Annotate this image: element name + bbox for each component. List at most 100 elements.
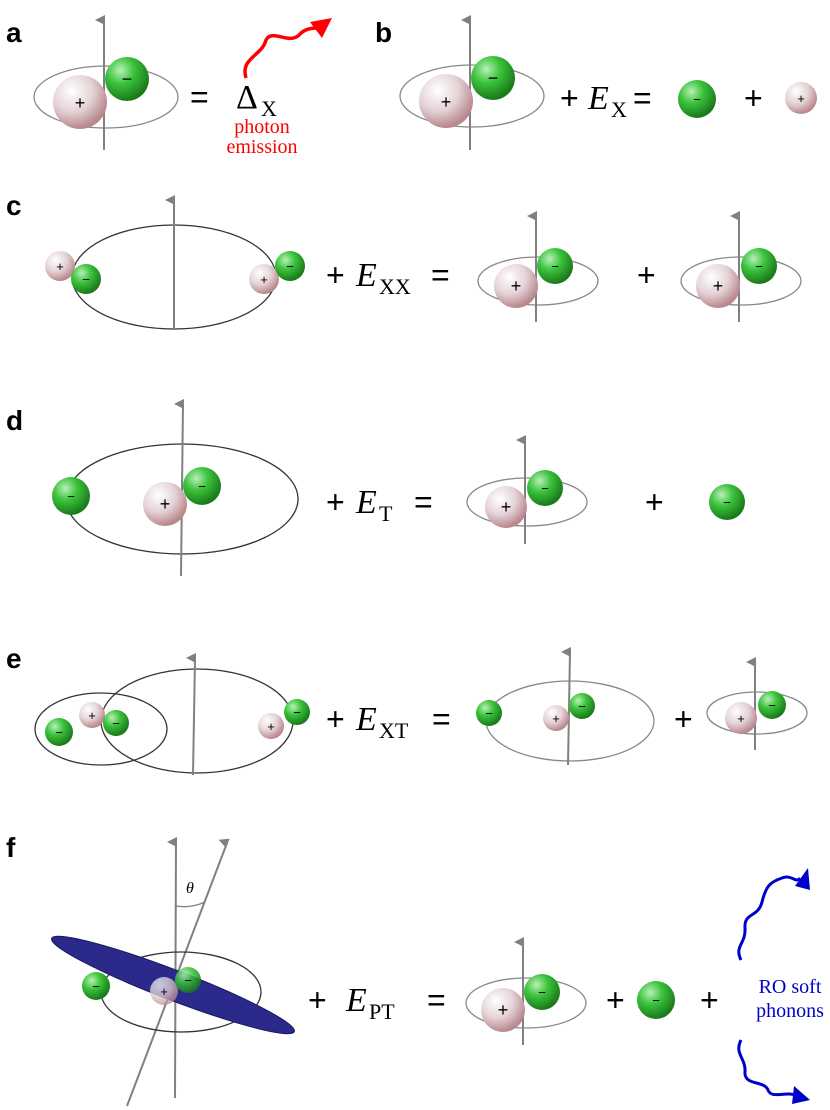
energy-symbol: E <box>355 257 377 294</box>
electron-charge: − <box>122 69 133 89</box>
panel-label-a: a <box>6 17 22 48</box>
plus-sign: + <box>308 982 327 1018</box>
panel-label-b: b <box>375 17 392 48</box>
panel-f: f θ − + − + E PT = + − + − <box>6 832 824 1107</box>
free-electron <box>709 484 745 520</box>
svg-text:+: + <box>267 719 275 734</box>
svg-text:−: − <box>578 699 586 714</box>
plus-sign: + <box>326 484 345 520</box>
panel-e: e − + − + − + E XT = − + − <box>6 643 808 776</box>
delta-symbol: Δ <box>236 79 258 116</box>
svg-text:−: − <box>652 993 660 1008</box>
panel-d: d − + − + E T = + − + − <box>6 399 745 577</box>
panel-label-d: d <box>6 405 23 436</box>
energy-symbol: E <box>345 982 367 1019</box>
exciton-c2: + − <box>680 211 802 322</box>
plus-sign: + <box>637 257 656 293</box>
svg-text:−: − <box>198 479 206 494</box>
panel-label-c: c <box>6 190 22 221</box>
photon-wave <box>243 24 322 79</box>
svg-text:−: − <box>286 259 294 274</box>
electron <box>105 57 149 101</box>
exciton-trion-complex: − + − + − <box>34 653 310 776</box>
hole-charge: + <box>75 93 86 113</box>
equals-sign: = <box>633 80 652 116</box>
photon-label-2: emission <box>226 136 297 158</box>
phonon-wave-down <box>737 1039 799 1098</box>
svg-text:+: + <box>160 984 168 999</box>
energy-symbol: E <box>587 80 609 117</box>
hole-charge: + <box>797 91 805 106</box>
svg-text:+: + <box>56 259 64 274</box>
svg-text:−: − <box>768 698 776 713</box>
plus-sign: + <box>606 982 625 1018</box>
svg-text:−: − <box>538 985 546 1000</box>
energy-symbol: E <box>355 701 377 738</box>
exciton-e: + − <box>706 657 808 750</box>
plus-sign: + <box>560 80 579 116</box>
svg-text:+: + <box>713 276 724 296</box>
exciton-a: + − <box>33 15 179 150</box>
svg-text:−: − <box>485 706 493 721</box>
svg-text:−: − <box>755 259 763 274</box>
plus-sign: + <box>326 257 345 293</box>
photon-label-1: photon <box>234 116 290 138</box>
energy-symbol: E <box>355 484 377 521</box>
delta-subscript: X <box>261 96 277 121</box>
svg-text:−: − <box>55 725 63 740</box>
svg-text:+: + <box>88 708 96 723</box>
plus-sign: + <box>744 80 763 116</box>
svg-text:−: − <box>184 973 192 988</box>
phonon-label-1: RO soft <box>759 976 822 998</box>
theta-label: θ <box>186 880 194 897</box>
svg-text:+: + <box>501 497 512 517</box>
svg-text:−: − <box>293 705 301 720</box>
energy-subscript: X <box>611 97 627 122</box>
svg-text:−: − <box>541 481 549 496</box>
svg-text:−: − <box>82 272 90 287</box>
plus-sign: + <box>326 701 345 737</box>
svg-text:+: + <box>160 494 171 514</box>
plus-sign: + <box>645 484 664 520</box>
svg-text:−: − <box>92 979 100 994</box>
hole <box>53 75 107 129</box>
energy-subscript: XT <box>379 718 409 743</box>
energy-subscript: PT <box>369 999 395 1024</box>
svg-text:−: − <box>112 716 120 731</box>
trion-e: − + − <box>476 647 655 766</box>
panel-a: a + − = Δ X photon emission <box>6 15 332 158</box>
phonon-arrowhead-up <box>795 868 810 890</box>
panel-c: c + − + − + E XX = + − + <box>6 190 802 330</box>
phonon-arrowhead-down <box>792 1086 810 1104</box>
equals-sign: = <box>432 701 451 737</box>
free-electron <box>678 80 716 118</box>
equals-sign: = <box>427 982 446 1018</box>
biexciton: + − + − <box>45 195 305 330</box>
exciton-d: + − <box>466 435 588 544</box>
panel-label-f: f <box>6 832 16 863</box>
svg-text:−: − <box>723 495 731 510</box>
phonon-wave-up <box>737 875 802 961</box>
electron <box>471 56 515 100</box>
svg-text:+: + <box>498 1000 509 1020</box>
exciton-c1: + − <box>477 211 599 322</box>
hole <box>419 74 473 128</box>
polaron-trion: θ − + − <box>51 837 295 1107</box>
phonon-label-2: phonons <box>756 1000 824 1022</box>
exciton-b: + − <box>399 15 545 150</box>
equals-sign: = <box>190 79 209 115</box>
svg-text:−: − <box>67 489 75 504</box>
svg-text:−: − <box>551 259 559 274</box>
svg-text:+: + <box>260 272 268 287</box>
electron-charge: − <box>693 92 701 107</box>
equals-sign: = <box>431 257 450 293</box>
free-hole <box>785 82 817 114</box>
svg-text:+: + <box>511 276 522 296</box>
trion: − + − <box>52 399 299 577</box>
svg-text:+: + <box>737 711 745 726</box>
free-electron <box>637 981 675 1019</box>
exciton-f: + − <box>465 937 587 1045</box>
electron-charge: − <box>488 68 499 88</box>
svg-text:+: + <box>552 711 560 726</box>
